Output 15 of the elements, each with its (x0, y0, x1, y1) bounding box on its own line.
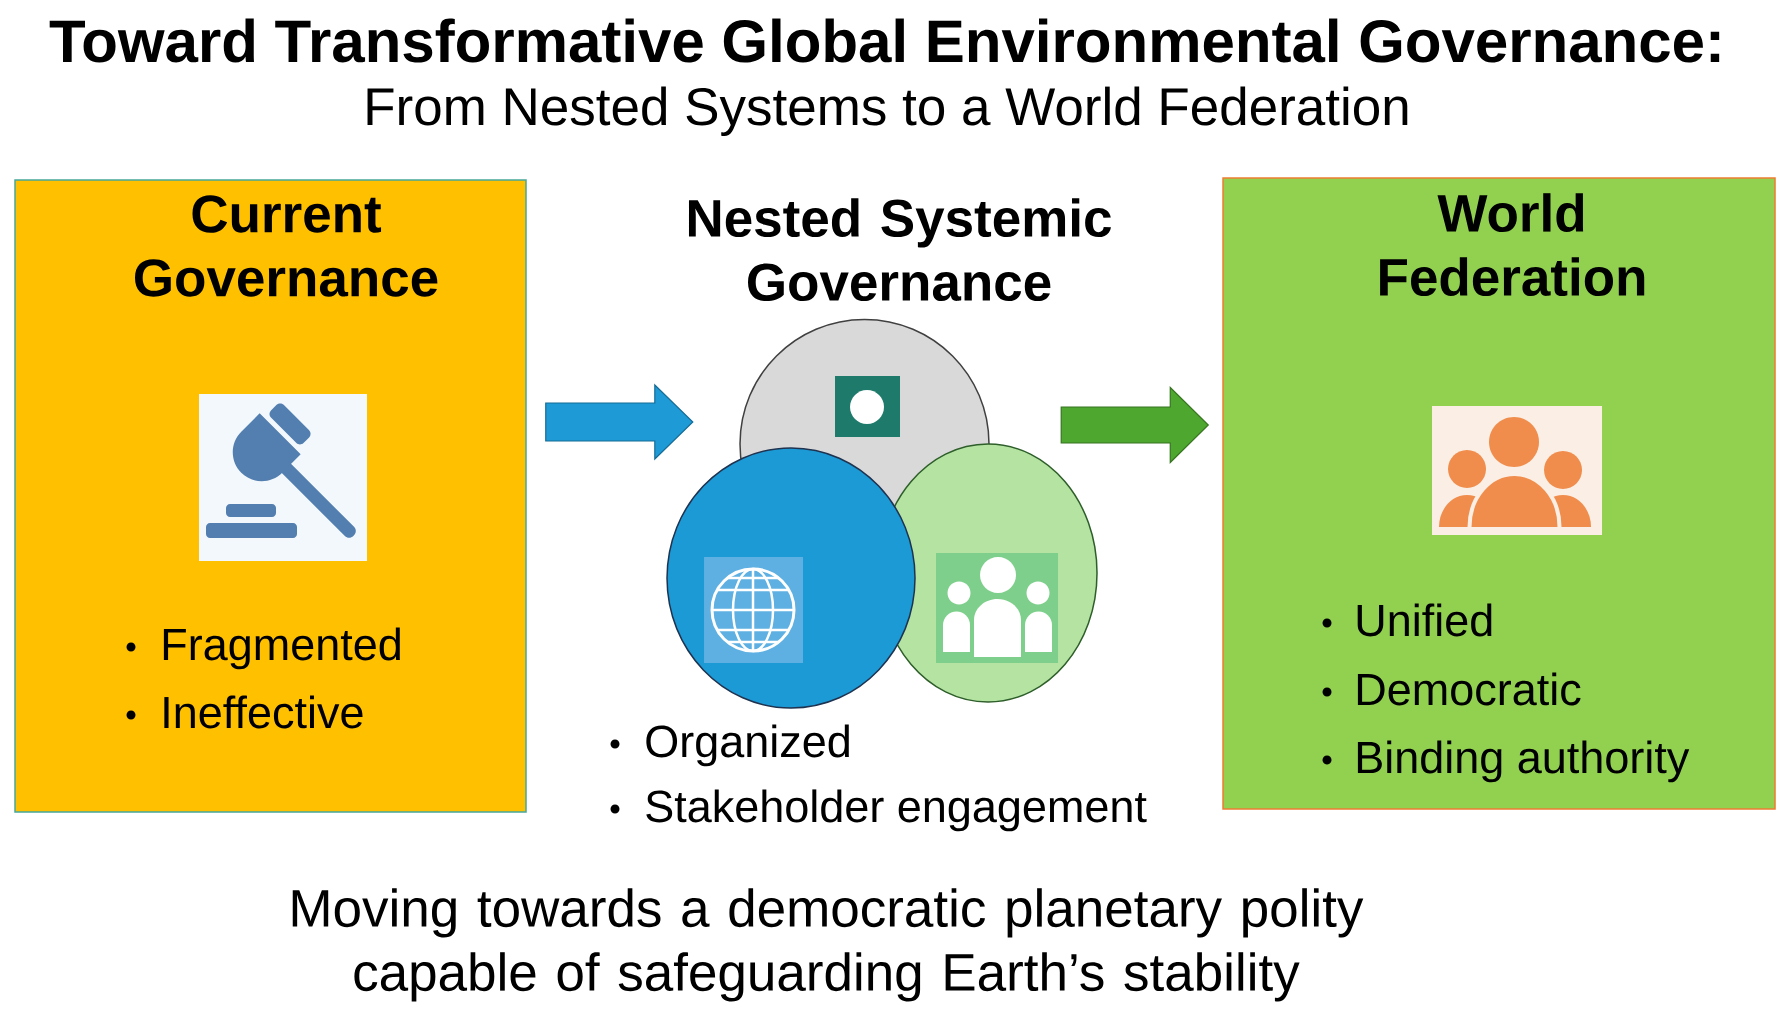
list-item: Unified (1357, 603, 1492, 637)
list-item: Binding authority (1357, 740, 1690, 783)
list-item: Stakeholder engagement (646, 789, 1147, 832)
title: Toward Transformative Global Environmental Governance: (49, 18, 1720, 63)
list-item: Ineffective (164, 695, 363, 729)
stage-heading: Current Governance (135, 195, 438, 297)
stage-heading: Nested Systemic Governance (689, 198, 1111, 302)
list-item: Organized (646, 724, 849, 767)
caption: Moving towards a democratic planetary polity capable of safeguarding Earth’s stability (292, 888, 1364, 1002)
subtitle: From Nested Systems to a World Federation (367, 86, 1408, 136)
list-item: Democratic (1357, 672, 1581, 706)
stage-heading: World Federation (1380, 193, 1645, 297)
block-arrow (1060, 386, 1210, 464)
block-arrow (545, 383, 694, 461)
list-item: Fragmented (163, 627, 400, 670)
